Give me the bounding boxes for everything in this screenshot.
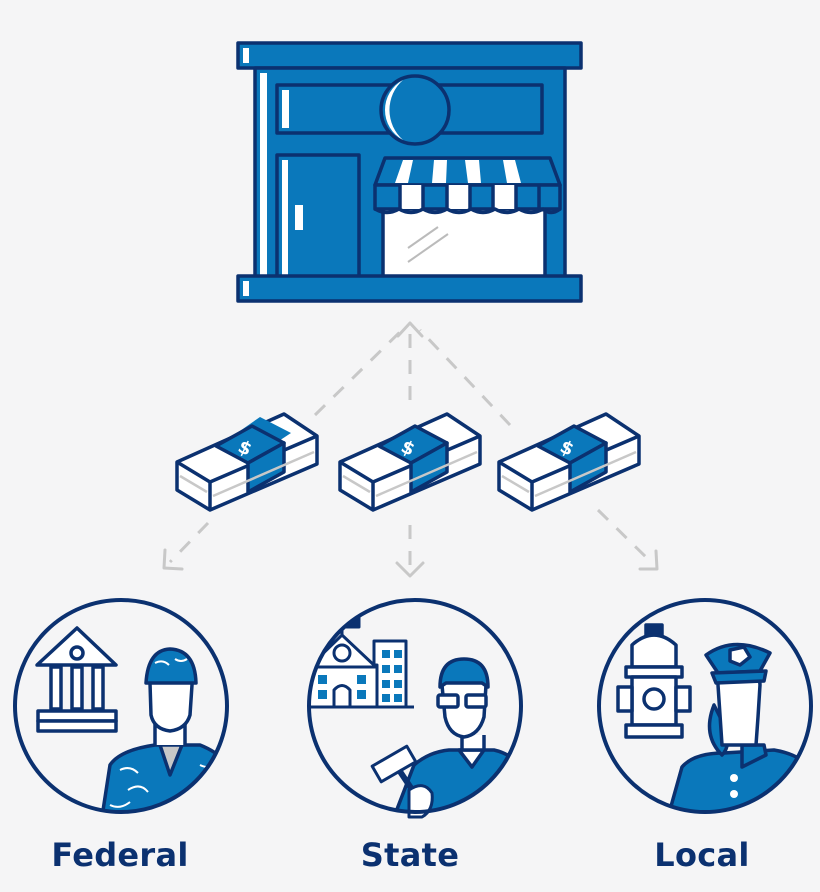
federal-circle	[13, 598, 229, 814]
local-label: Local	[654, 836, 750, 874]
state-label: State	[360, 836, 460, 874]
money-stack-icon: $	[175, 412, 319, 512]
government-building-icon	[35, 626, 118, 733]
arrowhead-up	[396, 321, 424, 338]
arrowhead-down-center	[395, 561, 425, 578]
arrowhead-down-right	[638, 549, 659, 571]
fire-hydrant-icon	[616, 623, 692, 739]
arrow-up-left	[313, 328, 404, 417]
gavel-icon	[370, 744, 434, 819]
state-circle	[307, 598, 523, 819]
local-circle	[597, 598, 813, 814]
arrow-down-left	[168, 521, 210, 564]
money-stack-icon: $	[497, 412, 641, 512]
arrowhead-down-left	[162, 548, 184, 571]
storefront-icon	[236, 41, 583, 303]
money-stack-icon: $	[338, 412, 482, 512]
federal-label: Federal	[51, 836, 189, 874]
arrow-up-right	[418, 328, 512, 427]
arrow-down-right	[596, 508, 654, 565]
